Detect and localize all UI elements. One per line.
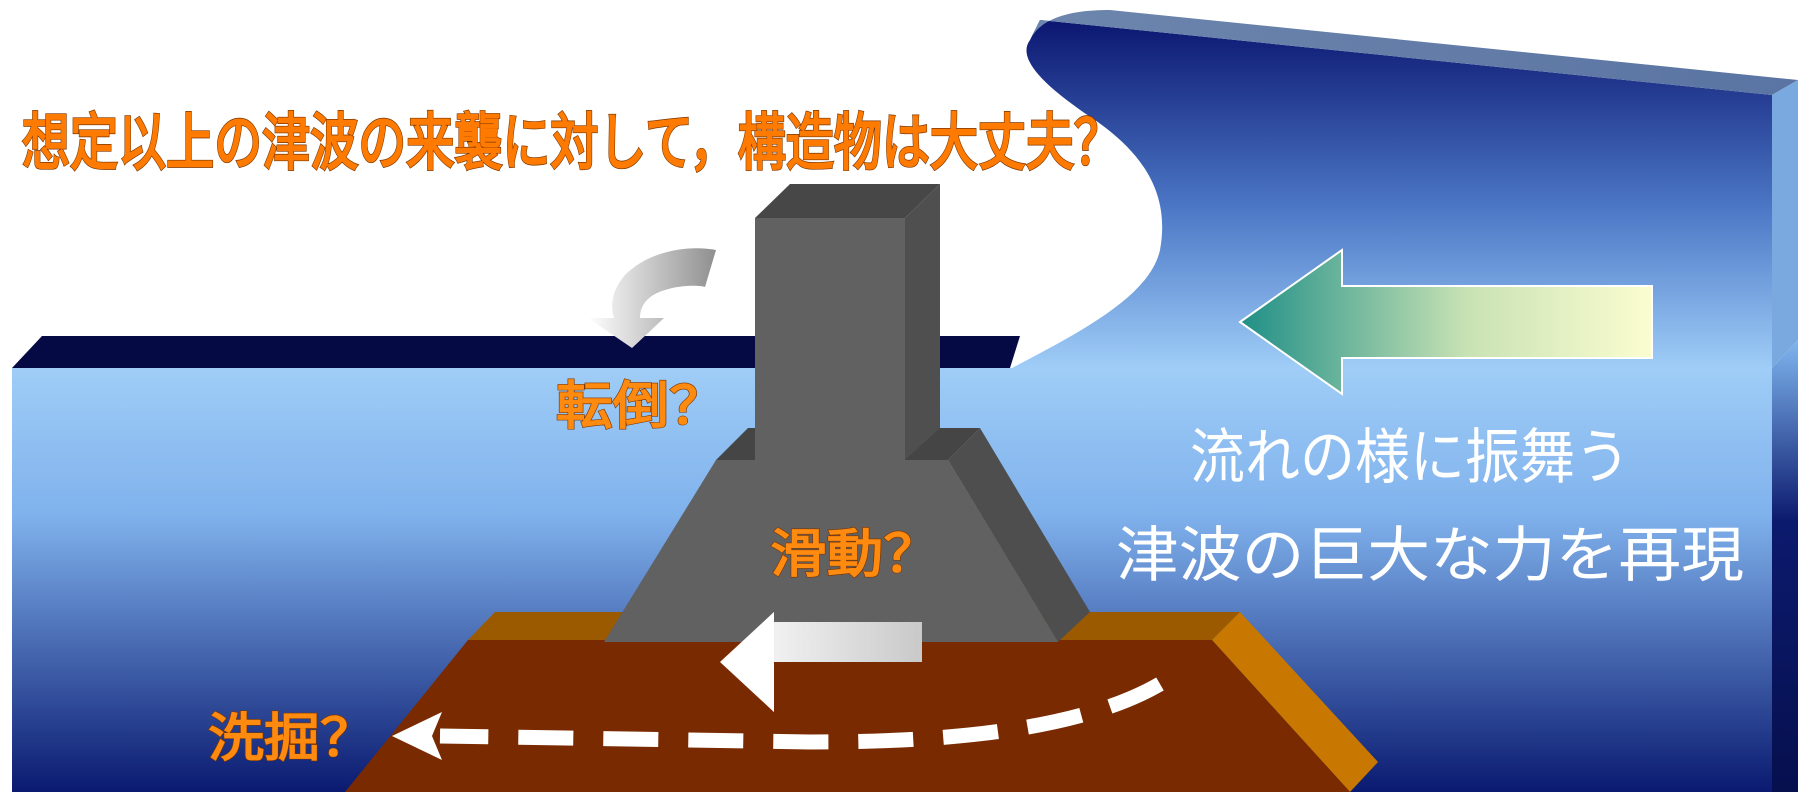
overturning-label: 転倒？ [556,377,726,437]
structure-column-side [905,184,940,460]
water-side-face [1772,340,1798,792]
big-left-arrow-icon [1238,248,1653,396]
structure-column-top [755,184,940,218]
left-arrow-head [722,612,774,712]
message-line-2: 津波の巨大な力を再現 [1116,521,1744,591]
tsunami-wave-side [1772,80,1798,368]
seabed-side [1212,612,1378,792]
sliding-label: 滑動？ [770,525,940,585]
dashed-arrow-icon [439,677,1164,750]
structure-base-front [604,460,1058,642]
scouring-label: 洗掘？ [208,709,376,769]
curved-arrow-icon [588,248,716,348]
seabed-front [345,640,1350,792]
structure-column-front [755,218,905,460]
page-title: 想定以上の津波の来襲に対して，構造物は大丈夫？ [22,106,1122,179]
dashed-arrow-head [392,712,442,760]
message-line-1: 流れの様に振舞う [1190,423,1630,493]
tsunami-wave-crest [1030,10,1798,95]
tsunami-wave [1012,20,1772,368]
structure-base-side [948,428,1090,642]
